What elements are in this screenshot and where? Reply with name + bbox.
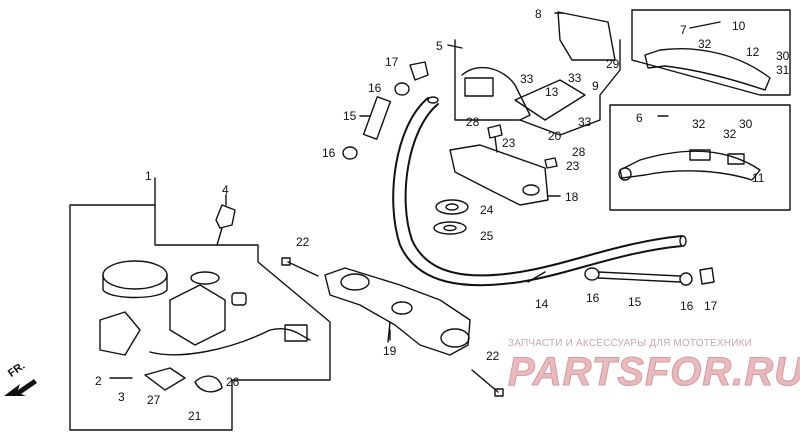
front-arrow-icon [4,379,37,396]
bolt-22-lower [471,369,499,393]
callout-17b: 17 [704,299,718,313]
key [215,204,236,229]
callout-12: 12 [746,45,760,59]
callout-26: 26 [226,375,240,389]
callout-29: 29 [606,57,620,71]
callout-5: 5 [436,39,443,53]
callout-24: 24 [480,203,494,217]
callout-19: 19 [383,344,397,358]
ignition-cover [102,260,168,290]
callout-32a: 32 [698,37,712,51]
callout-23a: 23 [502,136,516,150]
callout-28b: 28 [572,145,586,159]
callout-10: 10 [732,19,746,33]
callout-8: 8 [535,7,542,21]
callout-33b: 33 [568,71,582,85]
callout-16a: 16 [368,81,382,95]
switch-body [99,311,141,356]
callout-15b: 15 [628,295,642,309]
callout-22a: 22 [296,235,310,249]
callout-3: 3 [118,390,125,404]
callout-31: 31 [776,63,790,77]
callout-30a: 30 [776,49,790,63]
bolt-22-upper [287,261,319,277]
watermark-logo: PARTSFOR.RU [507,350,800,395]
callout-23b: 23 [566,159,580,173]
callout-13: 13 [545,85,559,99]
callout-2: 2 [95,374,102,388]
callout-20: 20 [548,129,562,143]
callout-15a: 15 [343,109,357,123]
callout-16c: 16 [586,291,600,305]
callout-4: 4 [222,183,229,197]
callout-6: 6 [636,111,643,125]
bar-end-weight-left [362,96,392,140]
callout-9: 9 [592,79,599,93]
callout-21: 21 [188,409,202,423]
switch-housing [557,11,616,61]
callout-32b: 32 [692,117,706,131]
ignition-switch [169,284,226,346]
callout-17a: 17 [385,55,399,69]
callout-11: 11 [752,171,765,185]
clutch-lever [644,48,771,91]
group-6-frame [609,104,791,211]
handlebar-holder [449,144,549,206]
callout-30b: 30 [739,117,753,131]
callout-18: 18 [565,190,579,204]
wire-harness [149,328,311,356]
top-bridge [324,267,471,356]
callout-33a: 33 [520,72,534,86]
callout-28a: 28 [466,115,480,129]
callout-22b: 22 [486,349,500,363]
callout-33c: 33 [578,115,592,129]
group-1-frame [69,204,331,431]
callout-25: 25 [480,229,494,243]
callout-27: 27 [147,393,161,407]
callout-1: 1 [145,169,152,183]
group-5-frame [454,39,621,136]
callout-16b: 16 [322,146,336,160]
callout-14: 14 [535,297,549,311]
bar-end-weight-right [597,271,681,277]
handlebar-tube [392,97,683,287]
watermark-caption: ЗАПЧАСТИ И АКСЕССУАРЫ ДЛЯ МОТОТЕХНИКИ [508,338,753,349]
group-7-frame [631,9,791,96]
brake-lever [619,150,761,181]
callout-16d: 16 [680,299,694,313]
callout-7: 7 [680,23,687,37]
washer [433,221,467,235]
rubber-damper [435,199,469,215]
callout-32c: 32 [723,127,737,141]
